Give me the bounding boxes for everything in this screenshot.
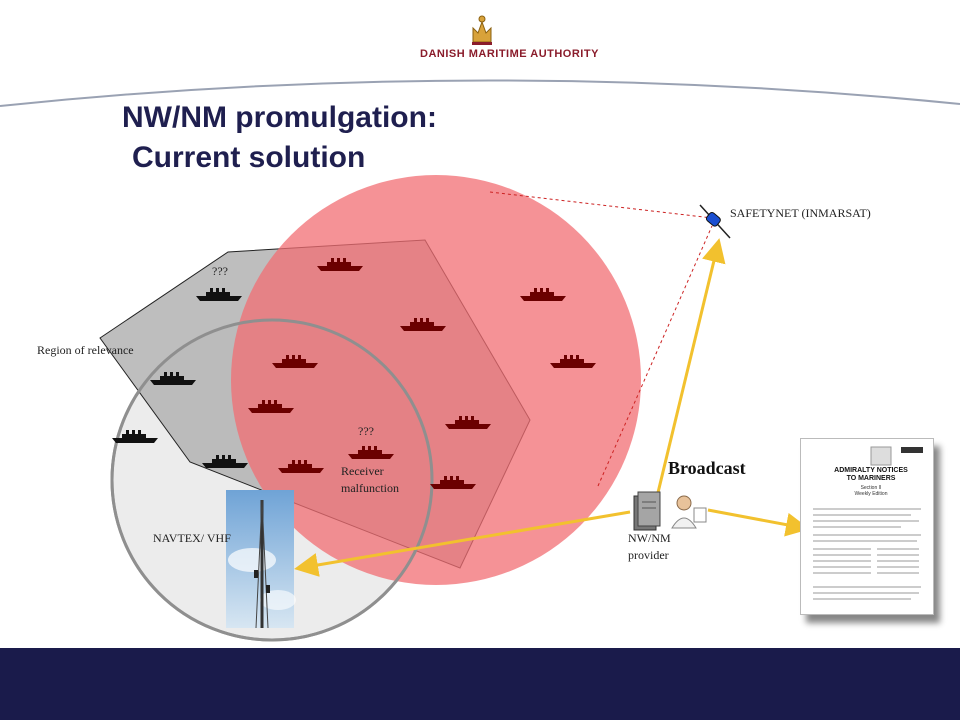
ship-icon xyxy=(196,288,242,301)
region-label: Region of relevance xyxy=(37,343,134,357)
ship-icon xyxy=(272,355,318,368)
ship-icon xyxy=(430,476,476,489)
document-subtitle: Section II Weekly Edition xyxy=(831,485,911,497)
ship-icon xyxy=(400,318,446,331)
ship-icon xyxy=(278,460,324,473)
ship-icon xyxy=(112,430,158,443)
document-edition: Weekly Edition xyxy=(854,491,888,497)
document-arrow xyxy=(707,508,810,537)
ship-icon xyxy=(550,355,596,368)
satellite-beam-line-bottom xyxy=(597,225,713,487)
ship-icon xyxy=(317,258,363,271)
title-line-2: Current solution xyxy=(132,141,366,174)
person-icon xyxy=(671,495,707,529)
safetynet-label: SAFETYNET (INMARSAT) xyxy=(730,206,871,220)
header-divider xyxy=(0,79,960,107)
document-section: Section II xyxy=(860,485,882,491)
ship-icon xyxy=(348,446,394,459)
page-title: NW/NM promulgation: Current solution xyxy=(122,98,437,178)
document-title: ADMIRALTY NOTICES TO MARINERS xyxy=(834,467,908,482)
broadcast-label: Broadcast xyxy=(668,458,746,478)
ship-icon xyxy=(202,455,248,468)
unknown-label-1: ??? xyxy=(212,264,228,278)
crown-icon xyxy=(472,15,492,45)
footer-band xyxy=(0,648,960,720)
ship-icon xyxy=(248,400,294,413)
navtex-coverage-outline xyxy=(110,318,434,642)
receiver-malfunction-label: Receiver malfunction xyxy=(341,464,399,495)
satellite-icon xyxy=(699,204,731,239)
radio-tower-icon xyxy=(226,490,296,629)
navtex-label: NAVTEX/ VHF xyxy=(153,531,231,545)
satellite-beam-line-top xyxy=(489,191,713,219)
safetynet-coverage-area xyxy=(231,175,641,585)
logo-text: Danish Maritime Authority xyxy=(420,48,599,60)
ship-icon xyxy=(445,416,491,429)
uplink-arrow xyxy=(653,238,726,506)
title-line-1: NW/NM promulgation: xyxy=(122,101,437,134)
server-icon xyxy=(633,491,661,531)
ship-icon xyxy=(150,372,196,385)
provider-label: NW/NM provider xyxy=(628,531,671,562)
unknown-label-2: ??? xyxy=(358,424,374,438)
navtex-arrow xyxy=(294,510,631,577)
document-icon: ADMIRALTY NOTICES TO MARINERS Section II… xyxy=(800,438,934,615)
ship-icon xyxy=(520,288,566,301)
